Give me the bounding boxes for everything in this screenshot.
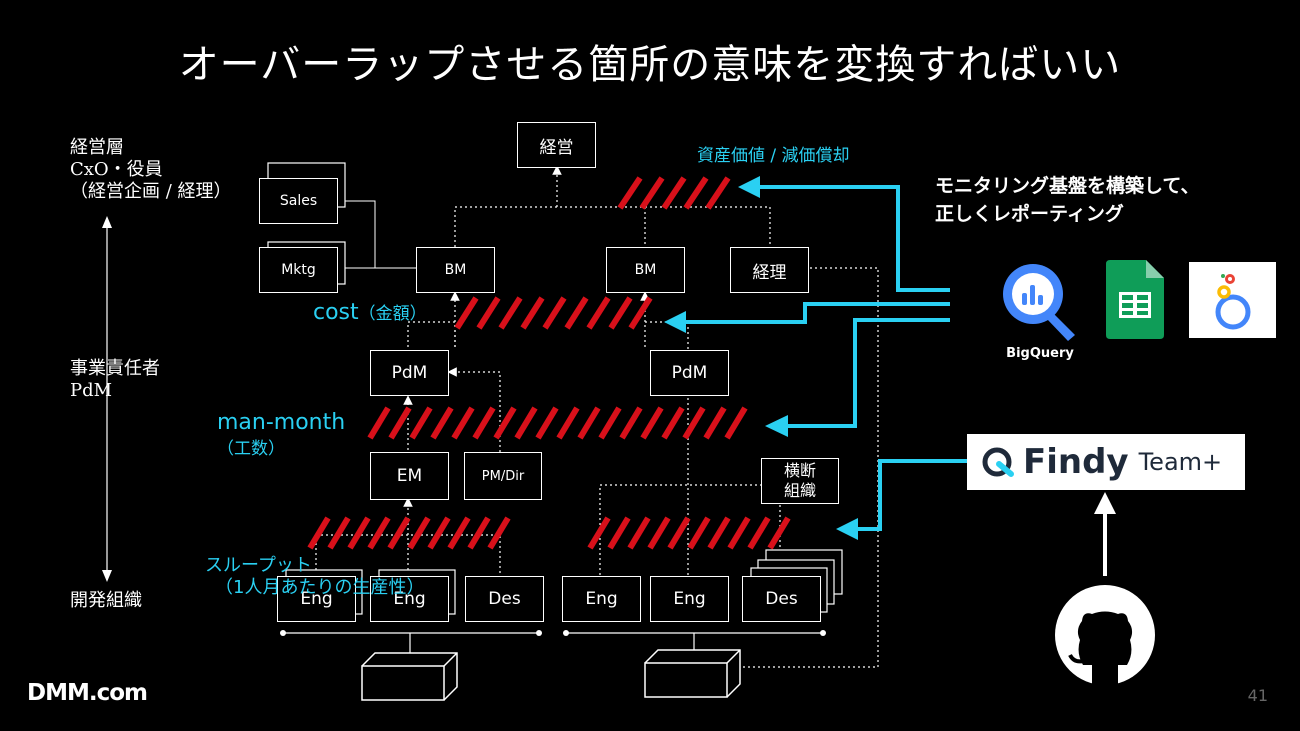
google-sheets-icon [1106,260,1164,339]
annotation-cost-main: cost [313,300,359,325]
node-pm-dir: PM/Dir [464,452,542,500]
annotation-cost: cost（金額） [313,300,427,327]
node-eng-4: Eng [650,576,729,622]
bigquery-tool: BigQuery [995,257,1085,367]
monitoring-line-1: モニタリング基盤を構築して、 [935,175,1200,197]
annotation-throughput: スループット （1人月あたりの生産性） [205,555,424,599]
hatch-cost [454,296,653,330]
dmm-logo: DMM.com [27,680,148,706]
red-hatch-bands [307,176,791,550]
side-label-dev-org: 開発組織 [70,590,142,611]
hatch-asset [617,176,731,210]
side-label-business: 事業責任者 PdM [70,358,160,402]
node-bm-left: BM [416,247,495,293]
node-pdm-right: PdM [650,350,729,396]
annotation-man-month-sub: （工数） [217,439,285,459]
node-accounting: 経理 [730,247,809,293]
monitoring-line-2: 正しくレポーティング [935,203,1124,225]
cyan-arrow-heads [664,176,858,540]
node-sales: Sales [259,178,338,224]
axis-arrow-down [102,570,112,582]
node-management: 経営 [517,122,596,168]
side-label-executive-sub2: （経営企画 / 経理） [70,181,232,202]
page-number: 41 [1247,686,1268,705]
looker-studio-icon [1215,274,1251,330]
findy-q-icon [982,447,1014,477]
hatch-throughput-left [307,516,511,550]
baseline-dots [280,630,826,636]
annotation-cost-sub: （金額） [358,304,427,324]
side-label-executive-main: 経営層 [70,137,124,158]
bigquery-label: BigQuery [1006,346,1074,361]
node-pdm-left: PdM [370,350,449,396]
side-label-executive-sub1: CxO・役員 [70,159,163,180]
node-eng-3: Eng [562,576,641,622]
node-des-1: Des [465,576,544,622]
node-eng-1: Eng [277,576,356,622]
product-boxes [361,649,741,701]
annotation-asset-value: 資産価値 / 減価償却 [697,146,850,166]
hatch-throughput-right [587,516,791,550]
node-marketing: Mktg [259,247,338,293]
findy-brand: Findy [1023,442,1129,482]
side-label-executive: 経営層 CxO・役員 （経営企画 / 経理） [70,137,232,203]
node-bm-right: BM [606,247,685,293]
findy-team-plus-logo: Findy Team+ [967,434,1245,490]
side-label-business-main: 事業責任者 [70,358,160,379]
looker-studio-tile [1189,262,1276,338]
slide-title: オーバーラップさせる箇所の意味を変換すればいい [178,42,1122,88]
annotation-throughput-main: スループット [205,555,312,576]
axis-arrow-up [102,216,112,228]
hatch-man-month [367,406,748,440]
github-up-arrow-head [1094,492,1116,514]
node-eng-2: Eng [370,576,449,622]
github-icon [1055,585,1155,685]
monitoring-note: モニタリング基盤を構築して、 正しくレポーティング [935,172,1199,228]
findy-suffix: Team+ [1138,448,1223,476]
bigquery-icon [1003,264,1075,341]
team-baselines [283,632,823,655]
node-des-2: Des [742,576,821,622]
solid-connectors [345,200,418,269]
annotation-throughput-sub: （1人月あたりの生産性） [215,577,425,598]
annotation-man-month: man-month （工数） [217,410,345,462]
node-em: EM [370,452,449,500]
node-cross-org: 横断 組織 [761,458,839,504]
annotation-man-month-main: man-month [217,410,346,435]
side-label-business-sub: PdM [70,380,113,401]
